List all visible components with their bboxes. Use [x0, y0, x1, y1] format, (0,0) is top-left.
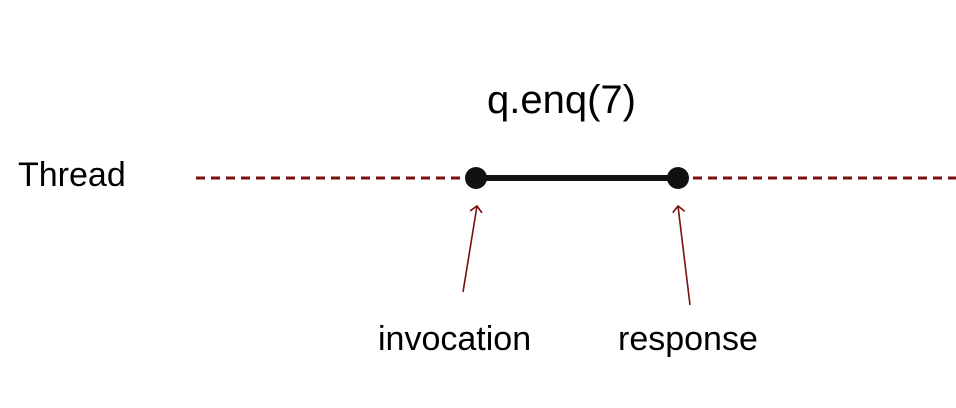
invocation-point: [465, 167, 487, 189]
invocation-label: invocation: [378, 320, 532, 358]
invocation-arrow: [462, 204, 483, 293]
thread-label: Thread: [18, 156, 126, 194]
response-arrow: [672, 204, 691, 306]
response-label: response: [618, 320, 758, 358]
method-call-label: q.enq(7): [487, 78, 636, 122]
response-point: [667, 167, 689, 189]
